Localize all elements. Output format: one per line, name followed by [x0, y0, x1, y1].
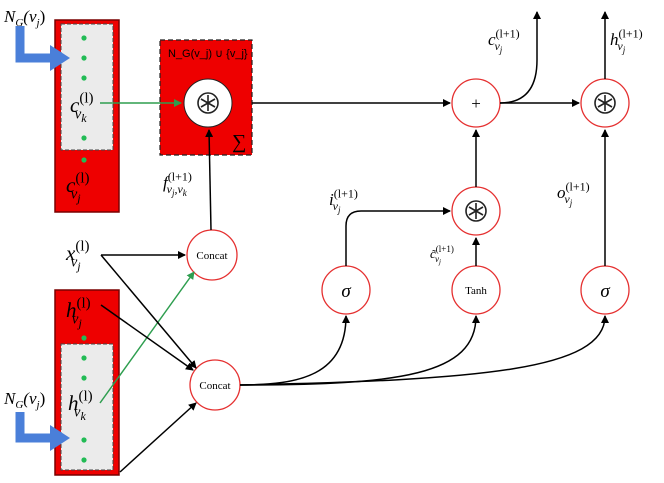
- sigma-icon: ∑: [232, 131, 246, 153]
- circled-asterisk-icon: [594, 92, 616, 114]
- hidden-output-label: h(l+1)vj: [610, 26, 643, 55]
- concat-top-label: Concat: [196, 250, 227, 262]
- multiply-node-input: [451, 186, 501, 236]
- green-dots: [81, 35, 87, 163]
- aggregate-set-label: N_G(v_j) ∪ {v_j}: [168, 48, 248, 60]
- cell-state-block: c(l)vk c(l)vj: [54, 19, 120, 213]
- concat-node-top: Concat: [186, 229, 238, 281]
- plus-icon: +: [471, 94, 481, 113]
- neighborhood-label-bottom: NG(vj): [3, 389, 45, 411]
- blue-l-arrow-icon: [15, 26, 70, 71]
- sigma-gate-icon: σ: [600, 281, 610, 302]
- c-vk-label: c(l)vk: [70, 91, 94, 126]
- blue-l-arrow-icon: [15, 412, 70, 451]
- connection-arrows: [99, 11, 609, 473]
- sigma-gate-icon: σ: [341, 281, 351, 302]
- green-dots: [81, 335, 87, 463]
- c-vj-label: c(l)vj: [66, 171, 90, 206]
- multiply-node-output: [580, 78, 630, 128]
- h-vj-label: h(l)vj: [66, 296, 91, 331]
- tanh-label: Tanh: [465, 285, 487, 297]
- sigma-input-node: σ: [321, 265, 371, 315]
- aggregation-box: N_G(v_j) ∪ {v_j} ∑: [159, 39, 253, 156]
- sigma-output-node: σ: [580, 265, 630, 315]
- h-vk-label: h(l)vk: [68, 389, 93, 424]
- input-gate-label: i(l+1)vj: [329, 186, 358, 215]
- neighborhood-label-top: NG(vj): [3, 7, 45, 29]
- x-vj-label: x(l)vj: [65, 239, 90, 274]
- concat-bottom-label: Concat: [199, 380, 230, 392]
- tanh-node: Tanh: [451, 265, 501, 315]
- circled-asterisk-icon: [465, 200, 487, 222]
- concat-node-bottom: Concat: [189, 359, 241, 411]
- f-edge-label: f(l+1)vj,vk: [163, 169, 192, 198]
- cell-output-label: c(l+1)vj: [488, 26, 520, 55]
- output-gate-label: o(l+1)vj: [557, 179, 590, 208]
- candidate-cell-label: c̃(l+1)vj: [430, 244, 454, 266]
- plus-node: +: [451, 78, 501, 128]
- circled-asterisk-icon: [197, 92, 219, 114]
- hidden-state-block: h(l)vj h(l)vk: [54, 289, 120, 476]
